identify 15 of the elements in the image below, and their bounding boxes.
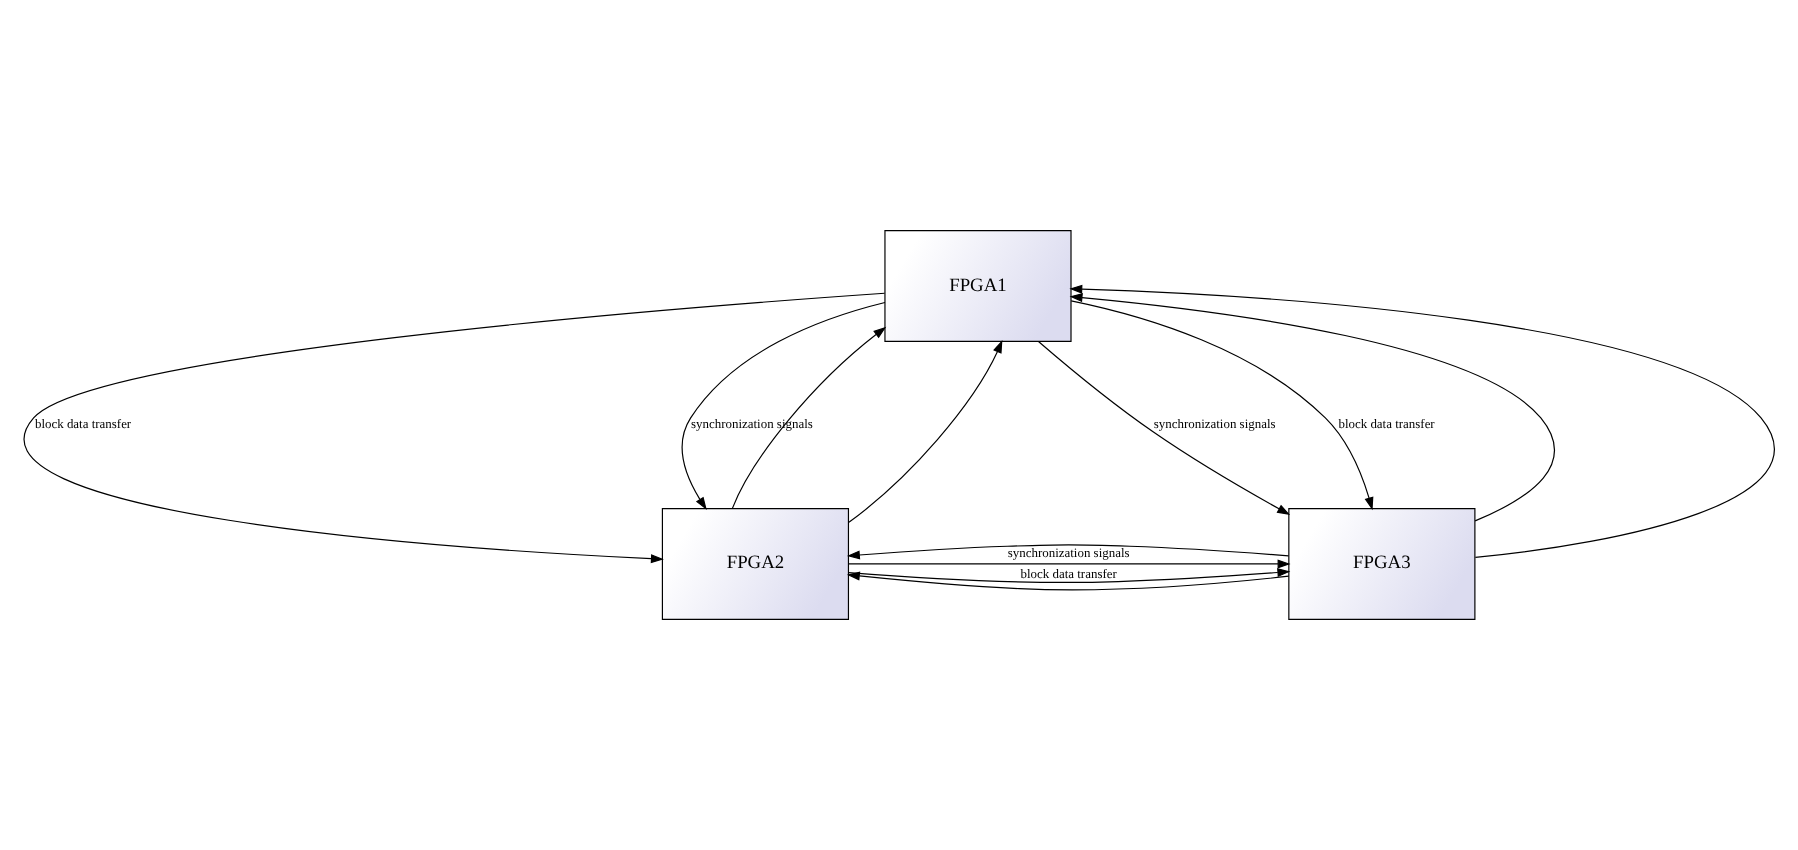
- arrow: [1037, 340, 1291, 515]
- arrow: [1069, 293, 1556, 522]
- arrow: [847, 559, 1291, 569]
- node-box: FPGA3: [1288, 508, 1476, 620]
- node-box: FPGA2: [661, 508, 850, 620]
- arrow: [681, 301, 886, 510]
- arrow: [846, 544, 1290, 560]
- arrow: [23, 292, 886, 564]
- arrow: [848, 340, 1003, 523]
- arrow: [1070, 300, 1374, 511]
- arrow: [846, 571, 1290, 591]
- node-box: FPGA1: [884, 230, 1072, 342]
- arrow: [731, 326, 887, 509]
- arrow: [848, 568, 1291, 583]
- arrow: [1069, 284, 1775, 559]
